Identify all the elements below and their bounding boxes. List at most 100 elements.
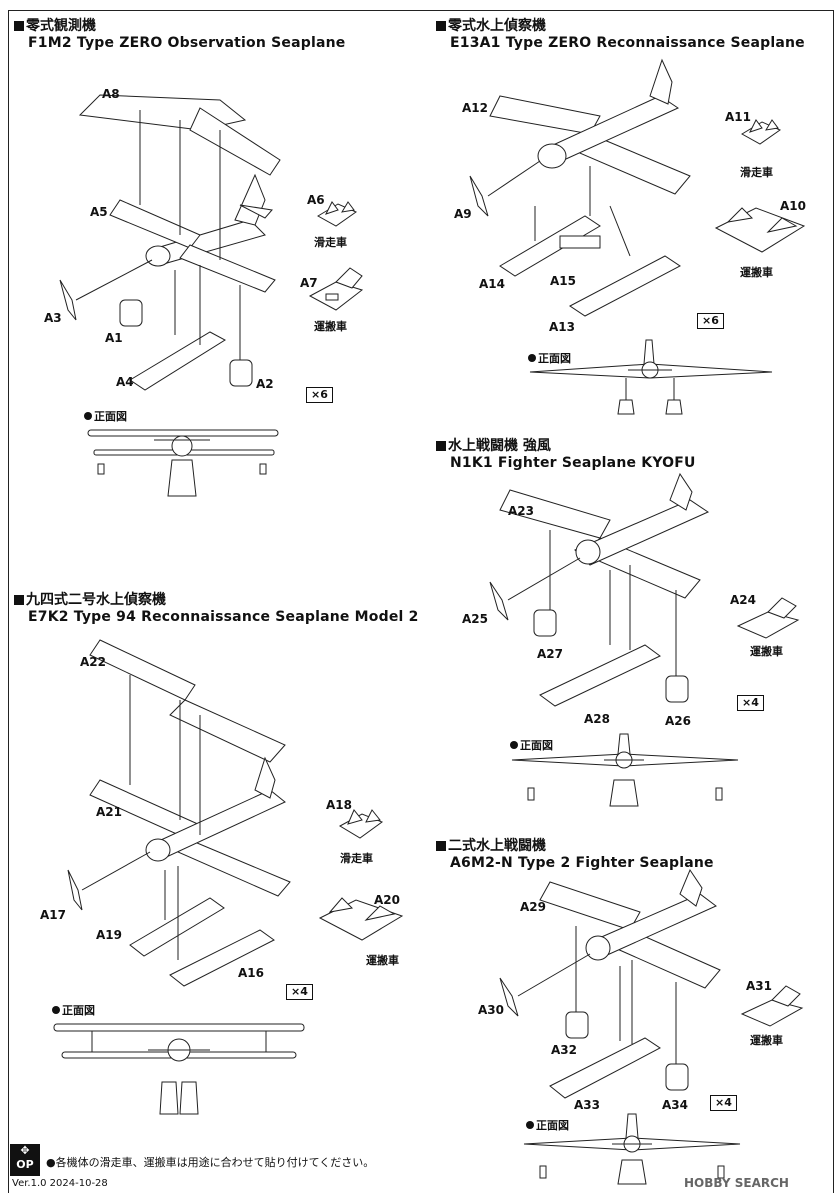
footer-note: ●各機体の滑走車、運搬車は用途に合わせて貼り付けてください。: [46, 1156, 375, 1169]
section-title-jp-text: 二式水上戦闘機: [448, 838, 546, 854]
part-label: A15: [550, 274, 576, 288]
n1k1-front-view: [511, 733, 739, 807]
part-label: A33: [574, 1098, 600, 1112]
section-title-jp-text: 九四式二号水上偵察機: [26, 592, 166, 608]
quantity-badge: ×4: [710, 1095, 737, 1111]
front-view-label: 正面図: [84, 408, 127, 424]
accessory-caption: 運搬車: [314, 320, 347, 333]
section-title-en: E13A1 Type ZERO Reconnaissance Seaplane: [450, 35, 805, 51]
part-label: A34: [662, 1098, 688, 1112]
e13a1-front-view: [529, 339, 773, 415]
section-title-jp-text: 零式観測機: [26, 18, 96, 34]
part-label: A25: [462, 612, 488, 626]
part-label: A11: [725, 110, 751, 124]
front-view-label: 正面図: [510, 737, 553, 753]
quantity-badge: ×4: [286, 984, 313, 1000]
section-title-jp-text: 零式水上偵察機: [448, 18, 546, 34]
carrier-cart-illustration: [318, 897, 404, 941]
accessory-caption: 滑走車: [314, 236, 347, 249]
op-badge: ✥ OP: [10, 1144, 40, 1176]
accessory-caption: 運搬車: [740, 266, 773, 279]
e7k2-exploded-diagram: [67, 639, 291, 987]
part-label: A23: [508, 504, 534, 518]
e13a1-exploded-diagram: [469, 58, 691, 317]
watermark-logo: HOBBY SEARCH: [684, 1176, 789, 1190]
section-title-jp: 二式水上戦闘機: [436, 838, 714, 854]
front-view-label-text: 正面図: [62, 1004, 95, 1017]
part-label: A21: [96, 805, 122, 819]
skid-cart-illustration: [338, 809, 384, 839]
part-label: A28: [584, 712, 610, 726]
carrier-cart-illustration: [740, 985, 804, 1027]
section-title-en: E7K2 Type 94 Reconnaissance Seaplane Mod…: [28, 609, 419, 625]
part-label: A1: [105, 331, 123, 345]
part-label: A29: [520, 900, 546, 914]
bullet-icon: [84, 412, 92, 420]
part-label: A13: [549, 320, 575, 334]
part-label: A12: [462, 101, 488, 115]
part-label: A32: [551, 1043, 577, 1057]
part-label: A27: [537, 647, 563, 661]
a6m2n-front-view: [523, 1113, 741, 1185]
part-label: A24: [730, 593, 756, 607]
accessory-caption: 滑走車: [340, 852, 373, 865]
part-label: A9: [454, 207, 472, 221]
bullet-icon: [528, 354, 536, 362]
a6m2n-exploded-diagram: [499, 868, 721, 1099]
part-label: A31: [746, 979, 772, 993]
section-n1k1-header: 水上戦闘機 強風 N1K1 Fighter Seaplane KYOFU: [436, 438, 696, 472]
bullet-icon: [526, 1121, 534, 1129]
part-label: A20: [374, 893, 400, 907]
n1k1-exploded-diagram: [489, 472, 710, 707]
quantity-badge: ×6: [306, 387, 333, 403]
front-view-label: 正面図: [52, 1002, 95, 1018]
skid-cart-illustration: [741, 119, 782, 145]
f1m2-exploded-diagram: [59, 94, 281, 391]
accessory-caption: 滑走車: [740, 166, 773, 179]
e7k2-front-view: [53, 1023, 305, 1115]
part-label: A3: [44, 311, 62, 325]
part-label: A14: [479, 277, 505, 291]
part-label: A6: [307, 193, 325, 207]
part-label: A30: [478, 1003, 504, 1017]
skid-cart-illustration: [317, 201, 358, 227]
version-label: Ver.1.0 2024-10-28: [12, 1178, 108, 1189]
quantity-badge: ×6: [697, 313, 724, 329]
bullet-icon: [510, 741, 518, 749]
bullet-icon: [52, 1006, 60, 1014]
part-label: A7: [300, 276, 318, 290]
part-label: A26: [665, 714, 691, 728]
op-badge-text: OP: [16, 1158, 34, 1171]
front-view-label: 正面図: [528, 350, 571, 366]
front-view-label: 正面図: [526, 1117, 569, 1133]
section-title-en: A6M2-N Type 2 Fighter Seaplane: [450, 855, 714, 871]
quantity-badge: ×4: [737, 695, 764, 711]
accessory-caption: 運搬車: [750, 1034, 783, 1047]
sheet-frame: [8, 10, 834, 1193]
front-view-label-text: 正面図: [94, 410, 127, 423]
arrows-icon: ✥: [20, 1144, 30, 1157]
part-label: A16: [238, 966, 264, 980]
carrier-cart-illustration: [736, 597, 800, 639]
accessory-caption: 運搬車: [366, 954, 399, 967]
section-a6m2n-header: 二式水上戦闘機 A6M2-N Type 2 Fighter Seaplane: [436, 838, 714, 872]
carrier-cart-illustration: [308, 267, 364, 311]
section-title-jp: 零式水上偵察機: [436, 18, 805, 34]
part-label: A8: [102, 87, 120, 101]
part-label: A4: [116, 375, 134, 389]
f1m2-front-view: [87, 429, 279, 497]
section-e7k2-header: 九四式二号水上偵察機 E7K2 Type 94 Reconnaissance S…: [14, 592, 419, 626]
section-f1m2-header: 零式観測機 F1M2 Type ZERO Observation Seaplan…: [14, 18, 345, 52]
part-label: A19: [96, 928, 122, 942]
part-label: A5: [90, 205, 108, 219]
section-title-en: N1K1 Fighter Seaplane KYOFU: [450, 455, 696, 471]
part-label: A17: [40, 908, 66, 922]
section-e13a1-header: 零式水上偵察機 E13A1 Type ZERO Reconnaissance S…: [436, 18, 805, 52]
section-title-jp: 水上戦闘機 強風: [436, 438, 696, 454]
part-label: A18: [326, 798, 352, 812]
part-label: A2: [256, 377, 274, 391]
front-view-label-text: 正面図: [536, 1119, 569, 1132]
section-title-en: F1M2 Type ZERO Observation Seaplane: [28, 35, 346, 51]
part-label: A10: [780, 199, 806, 213]
